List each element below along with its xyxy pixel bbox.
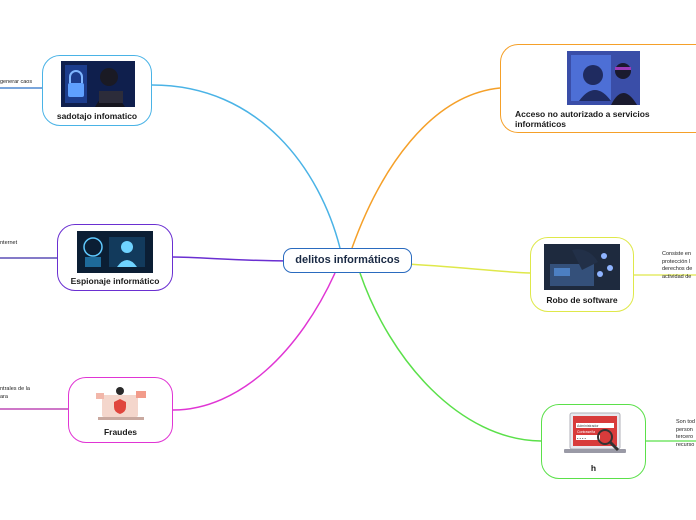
note-h-line: Son tod (676, 419, 695, 425)
link-acceso (351, 87, 501, 249)
node-h[interactable]: Administrador Contraseña • • • • h (541, 404, 646, 479)
node-label: sadotajo infomatico (56, 111, 138, 121)
node-label: Espionaje informático (70, 276, 160, 286)
note-h-line: tercero (676, 434, 694, 440)
node-label: Acceso no autorizado a servicios informá… (515, 109, 650, 129)
admin-text: Administrador (577, 424, 599, 428)
node-robo[interactable]: Robo de software (530, 237, 634, 312)
hacker-image (61, 61, 135, 107)
note-fraudes: ntrales de la ara (0, 386, 30, 401)
software-theft-image (544, 244, 620, 290)
link-h (359, 272, 542, 442)
note-h-line: person (676, 426, 693, 433)
link-sabotaje (151, 84, 341, 249)
node-acceso[interactable]: Acceso no autorizado a servicios informá… (500, 44, 696, 133)
password-text: Contraseña (577, 430, 595, 434)
note-robo-line: actividad de (662, 273, 692, 280)
note-fraudes-line: ara (0, 393, 8, 400)
node-label: h (590, 463, 597, 473)
node-sabotaje[interactable]: sadotajo infomatico (42, 55, 152, 126)
node-fraudes[interactable]: Fraudes (68, 377, 173, 443)
node-espionaje[interactable]: Espionaje informático (57, 224, 173, 291)
fraud-image (94, 385, 150, 423)
central-topic[interactable]: delitos informáticos (283, 248, 412, 273)
password-dots: • • • • (577, 436, 587, 441)
link-fraudes (172, 272, 336, 411)
note-robo-line: derechos de (662, 266, 693, 272)
note-h-line: recurso (676, 441, 695, 448)
link-robo (404, 263, 531, 274)
note-robo-line: protección l (662, 258, 691, 265)
note-espionaje: nternet (0, 240, 18, 246)
link-espionaje (171, 256, 291, 262)
note-sabotaje: generar caos (0, 79, 33, 85)
node-label: Fraudes (103, 427, 138, 437)
login-laptop-image: Administrador Contraseña • • • • (562, 411, 628, 457)
node-label: Robo de software (546, 295, 618, 305)
unauthorized-access-image (567, 51, 640, 105)
note-robo: Consiste en protección l derechos de act… (662, 251, 692, 281)
note-h: Son tod person tercero recurso (676, 419, 695, 449)
espionage-image (77, 231, 153, 273)
note-fraudes-line: ntrales de la (0, 386, 30, 392)
note-robo-line: Consiste en (662, 251, 692, 257)
